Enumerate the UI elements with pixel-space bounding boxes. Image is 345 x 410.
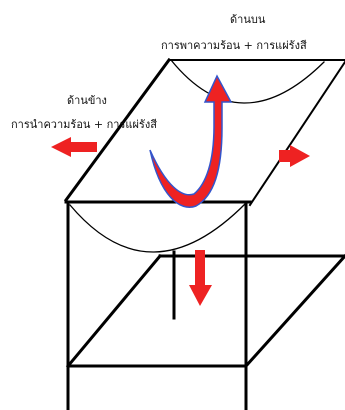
top-mechanism-label: การพาความร้อน + การแผ่รังสี xyxy=(161,39,307,52)
side-mechanism-label: การนำความร้อน + การแผ่รังสี xyxy=(11,118,157,131)
heat-arrows xyxy=(51,74,310,306)
front-curved-surface xyxy=(69,202,247,253)
top-curved-surface xyxy=(170,59,325,104)
down-arrow xyxy=(189,250,212,306)
box-structure xyxy=(63,57,345,410)
convection-loop-arrow xyxy=(149,74,233,208)
side-title-label: ด้านข้าง xyxy=(67,94,107,107)
left-arrow xyxy=(51,137,97,157)
top-title-label: ด้านบน xyxy=(230,13,266,26)
mid-left-edge xyxy=(65,253,163,369)
top-right-edge xyxy=(248,60,345,207)
right-arrow xyxy=(279,145,310,167)
top-left-edge xyxy=(63,57,172,203)
mid-right-edge xyxy=(243,253,345,369)
